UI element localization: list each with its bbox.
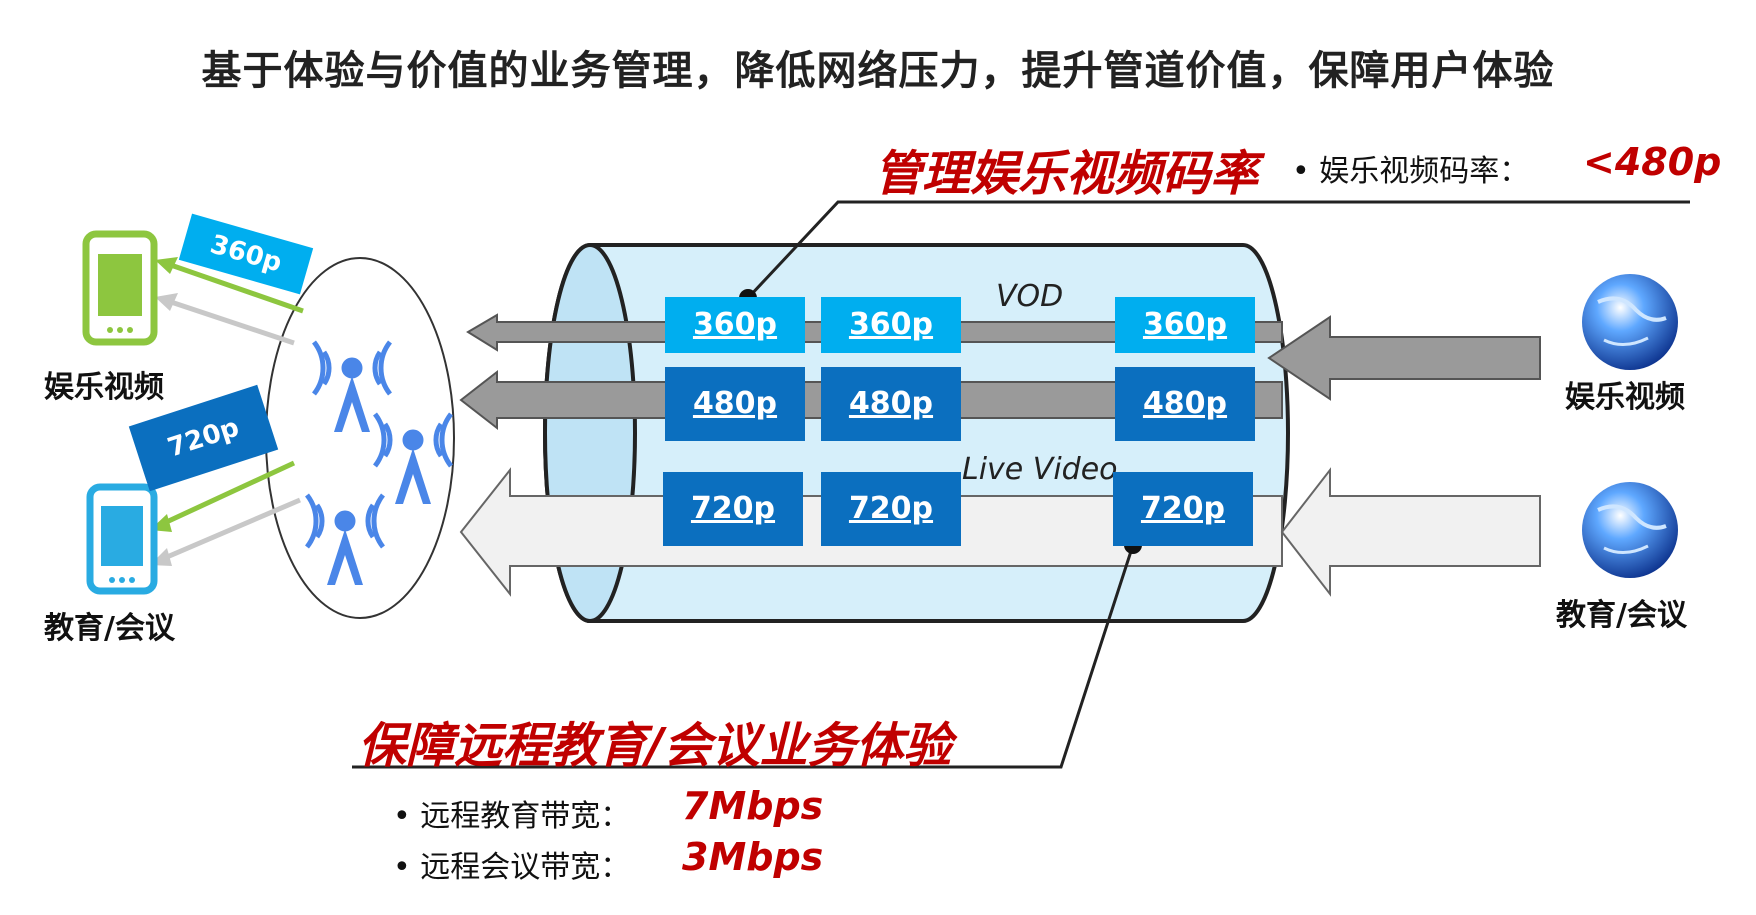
device-label-education: 教育/会议: [44, 611, 175, 646]
globe-icon: [1582, 274, 1678, 370]
wifi-tower-icon: [372, 412, 454, 504]
res-box-360p: 360p: [665, 297, 805, 353]
res-box-720p: 720p: [663, 472, 803, 546]
section-heading-bottom: 保障远程教育/会议业务体验: [358, 718, 952, 774]
bullet-education-bandwidth: • 远程教育带宽：: [393, 791, 630, 835]
source-label-entertainment: 娱乐视频: [1565, 380, 1685, 415]
live-video-label: Live Video: [962, 452, 1118, 487]
page-title: 基于体验与价值的业务管理，降低网络压力，提升管道价值，保障用户体验: [201, 48, 1555, 94]
res-box-480p: 480p: [1115, 367, 1255, 441]
bullet-value: <480p: [1583, 140, 1722, 184]
bullet-dot: •: [393, 799, 421, 834]
bullet-label: 远程会议带宽：: [420, 850, 631, 885]
res-box-720p: 720p: [1113, 472, 1253, 546]
bullet-conference-bandwidth: • 远程会议带宽：: [393, 842, 630, 886]
res-box-720p: 720p: [821, 472, 961, 546]
vod-label: VOD: [996, 279, 1064, 314]
bullet-entertainment-bitrate: • 娱乐视频码率：: [1292, 146, 1529, 190]
phone-icon: [82, 230, 158, 346]
wifi-tower-icon: [311, 340, 393, 432]
phone-icon: [86, 483, 158, 595]
wifi-tower-icon: [304, 493, 386, 585]
bullet-value: 7Mbps: [682, 784, 824, 828]
bullet-dot: •: [1292, 154, 1320, 189]
res-box-480p: 480p: [665, 367, 805, 441]
bullet-dot: •: [393, 850, 421, 885]
bullet-label: 远程教育带宽：: [420, 799, 631, 834]
access-ellipse: [265, 257, 455, 619]
device-label-entertainment: 娱乐视频: [44, 370, 164, 405]
bullet-label: 娱乐视频码率：: [1319, 154, 1530, 189]
res-box-480p: 480p: [821, 367, 961, 441]
globe-icon: [1582, 482, 1678, 578]
source-label-education: 教育/会议: [1556, 598, 1687, 633]
res-box-360p: 360p: [1115, 297, 1255, 353]
section-heading-top: 管理娱乐视频码率: [874, 146, 1259, 202]
arrow-icon: [1267, 315, 1541, 597]
bullet-value: 3Mbps: [682, 835, 824, 879]
res-box-360p: 360p: [821, 297, 961, 353]
